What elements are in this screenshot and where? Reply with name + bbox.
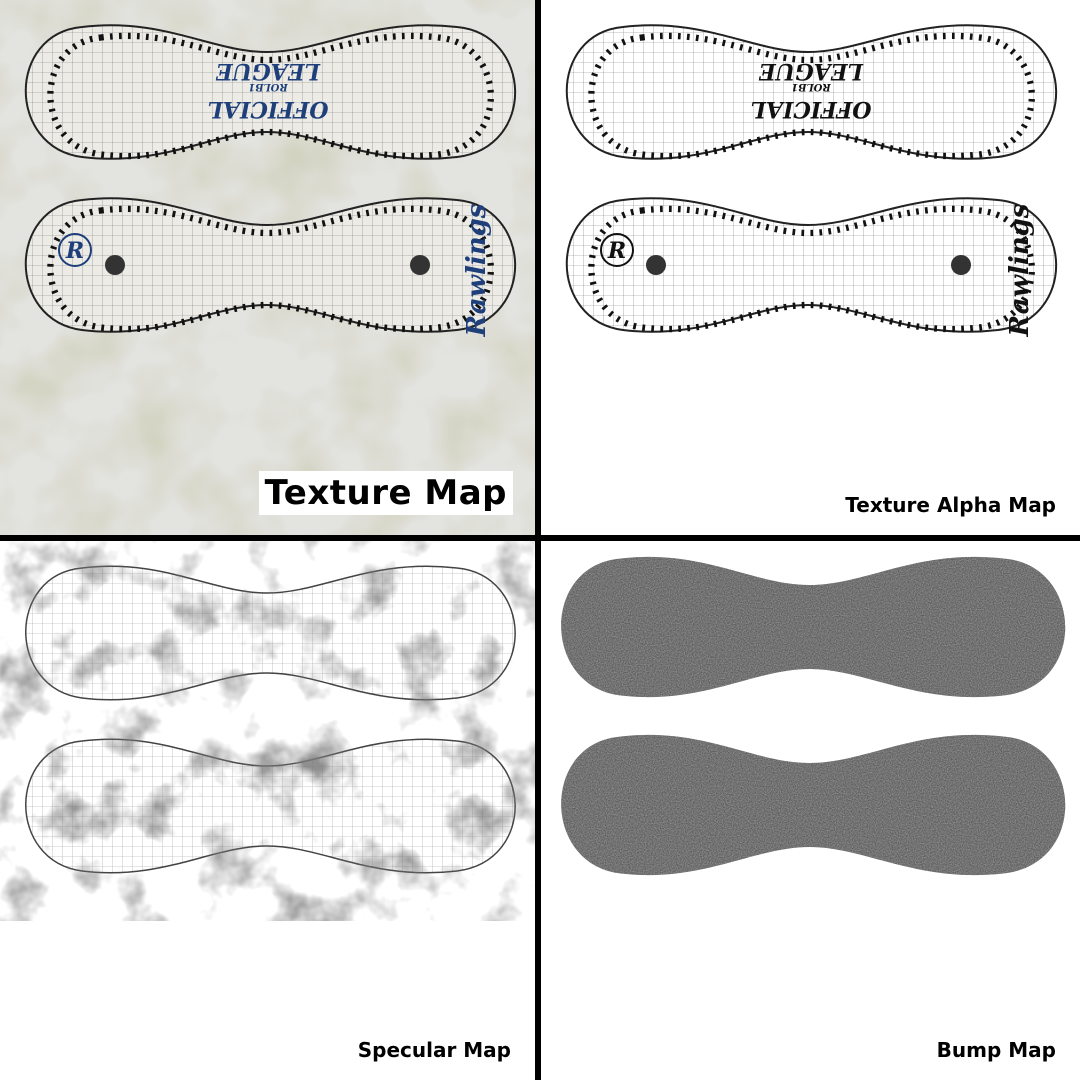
rawlings-seal: R [600, 233, 634, 267]
bump-map-panel: Bump Map [541, 541, 1080, 1080]
cover-piece-bottom [24, 197, 517, 333]
official-league-logo: OFFICIAL ROLB1 LEAGUE [750, 58, 871, 122]
texture-map-label: Texture Map [258, 471, 513, 515]
rawlings-logo: Rawlings [1005, 203, 1035, 337]
svg-text:R: R [65, 238, 84, 264]
svg-text:OFFICIAL: OFFICIAL [750, 96, 871, 122]
rawlings-logo: Rawlings [462, 203, 492, 337]
rawlings-seal: R [58, 233, 92, 267]
specular-map-image [0, 541, 535, 1080]
texture-alpha-map-image: OFFICIAL ROLB1 LEAGUE R Rawlings [541, 0, 1080, 535]
svg-text:LEAGUE: LEAGUE [215, 58, 321, 84]
svg-text:ROLB1: ROLB1 [791, 81, 831, 92]
texture-alpha-map-panel: OFFICIAL ROLB1 LEAGUE R Rawlings Texture… [541, 0, 1080, 535]
specular-map-panel: Specular Map [0, 541, 535, 1080]
svg-text:ROLB1: ROLB1 [248, 81, 288, 92]
bump-map-label: Bump Map [936, 1038, 1056, 1062]
official-league-logo: OFFICIAL ROLB1 LEAGUE [207, 58, 328, 122]
svg-text:R: R [607, 238, 626, 264]
specular-map-label: Specular Map [357, 1038, 511, 1062]
texture-alpha-map-label: Texture Alpha Map [845, 493, 1056, 517]
cover-piece-bottom [565, 197, 1058, 333]
svg-text:LEAGUE: LEAGUE [758, 58, 864, 84]
texture-map-image: OFFICIAL ROLB1 LEAGUE R Rawlings [0, 0, 535, 535]
svg-text:OFFICIAL: OFFICIAL [207, 96, 328, 122]
bump-map-image [541, 541, 1080, 1080]
texture-map-panel: OFFICIAL ROLB1 LEAGUE R Rawlings Texture… [0, 0, 535, 535]
